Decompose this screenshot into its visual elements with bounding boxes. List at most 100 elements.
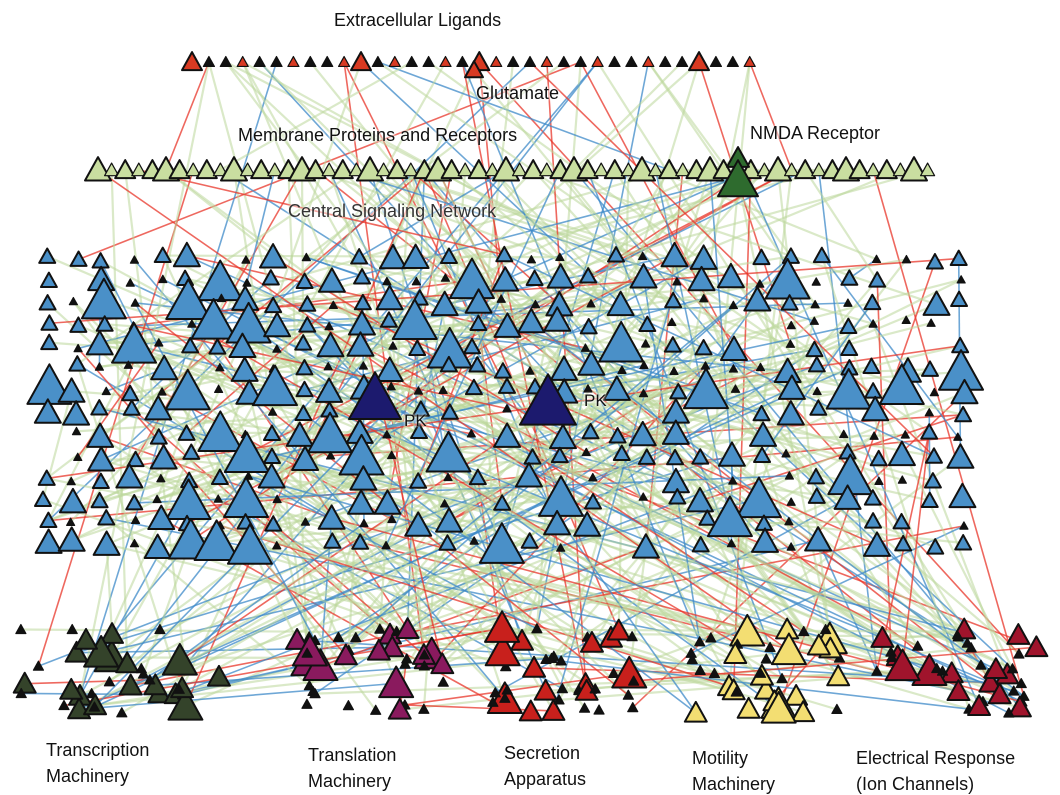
central-signaling-node xyxy=(887,440,916,467)
motility-node xyxy=(736,696,761,719)
membrane-node xyxy=(131,162,147,177)
network-edge xyxy=(545,667,937,692)
network-edge xyxy=(709,169,734,481)
central-signaling-node xyxy=(812,246,831,264)
central-signaling-node xyxy=(272,344,282,353)
central-signaling-node xyxy=(537,475,584,517)
electrical-node xyxy=(1008,685,1020,696)
membrane-node xyxy=(103,162,120,177)
central-signaling-node xyxy=(637,448,656,465)
motility-node xyxy=(776,672,788,684)
electrical-node xyxy=(1006,623,1031,645)
ligand-node xyxy=(304,55,317,68)
central-signaling-node xyxy=(863,531,892,557)
membrane-node xyxy=(212,162,228,177)
central-signaling-node xyxy=(638,251,648,261)
ligand-node xyxy=(422,55,435,68)
membrane-node xyxy=(321,162,337,177)
electrical-node xyxy=(965,642,977,653)
translation-node xyxy=(301,698,313,709)
central-signaling-node xyxy=(464,288,493,314)
network-edge xyxy=(437,169,549,403)
electrical-node xyxy=(931,662,943,674)
central-signaling-node xyxy=(863,293,882,311)
ligand-node xyxy=(439,55,452,68)
network-edge xyxy=(447,476,783,680)
central-signaling-node xyxy=(317,504,346,530)
central-signaling-node xyxy=(130,515,141,524)
central-signaling-node xyxy=(753,446,772,463)
central-signaling-node xyxy=(210,468,229,486)
central-signaling-node xyxy=(401,243,430,270)
network-edge xyxy=(560,169,712,662)
central-signaling-node xyxy=(261,269,280,286)
central-signaling-node xyxy=(612,444,631,462)
secretion-label-line1: Secretion xyxy=(504,743,581,763)
central-signaling-node xyxy=(208,338,227,355)
ligand-node xyxy=(202,55,215,68)
transcription-node xyxy=(115,651,140,674)
ligand-node xyxy=(557,55,570,68)
central-signaling-node xyxy=(214,384,224,393)
central-signaling-node xyxy=(764,257,811,300)
central-signaling-node xyxy=(583,493,602,510)
central-signaling-node xyxy=(661,419,690,445)
central-signaling-node xyxy=(411,400,430,417)
translation-node xyxy=(418,649,430,660)
ligand-node xyxy=(642,55,655,68)
translation-node xyxy=(380,635,405,658)
central-signaling-node xyxy=(639,360,649,370)
central-signaling-node xyxy=(716,262,745,289)
central-signaling-node xyxy=(868,319,878,328)
motility-node xyxy=(764,641,776,652)
network-edge xyxy=(363,496,562,525)
network-edge xyxy=(506,435,805,633)
central-signaling-node xyxy=(698,509,717,526)
motility-label: Motility Machinery xyxy=(692,745,775,795)
central-signaling-node xyxy=(750,527,779,553)
ligands-layer-label: Extracellular Ligands xyxy=(334,10,502,30)
motility-node xyxy=(784,684,809,706)
central-signaling-node xyxy=(784,471,795,480)
transcription-node xyxy=(137,668,150,679)
membrane-node xyxy=(84,156,112,182)
network-edge xyxy=(287,169,309,654)
central-signaling-node xyxy=(62,400,91,426)
central-signaling-node xyxy=(190,298,237,340)
network-edge xyxy=(187,300,763,677)
central-signaling-node xyxy=(598,320,645,363)
central-signaling-node xyxy=(949,249,968,267)
central-signaling-node xyxy=(298,295,317,312)
translation-node xyxy=(430,652,455,675)
central-signaling-node xyxy=(607,246,626,263)
network-edge xyxy=(821,255,959,438)
central-signaling-node xyxy=(294,334,313,351)
central-signaling-node xyxy=(580,343,591,352)
secretion-node xyxy=(555,655,567,666)
secretion-node xyxy=(518,699,543,722)
central-signaling-node xyxy=(926,538,945,555)
central-signaling-node xyxy=(631,533,660,559)
central-signaling-node xyxy=(40,333,59,351)
central-signaling-node xyxy=(786,320,796,330)
membrane-node xyxy=(331,159,354,180)
central-signaling-node xyxy=(666,448,685,466)
membrane-node xyxy=(603,159,626,180)
secretion-node xyxy=(531,623,543,634)
central-signaling-node xyxy=(153,246,172,264)
translation-node xyxy=(291,633,328,667)
central-signaling-node xyxy=(101,386,111,396)
central-signaling-node xyxy=(468,468,487,486)
network-edge xyxy=(246,169,276,284)
central-signaling-node xyxy=(69,316,88,333)
central-signaling-node xyxy=(38,294,57,311)
network-edge xyxy=(503,254,935,457)
central-signaling-node xyxy=(923,472,942,489)
central-signaling-node xyxy=(69,250,88,267)
central-signaling-node xyxy=(491,266,520,292)
network-edge xyxy=(133,344,677,483)
secretion-node xyxy=(608,667,620,679)
ligand-node xyxy=(540,55,554,68)
network-edge xyxy=(872,169,1025,697)
pk-hub-label-right: PK xyxy=(584,391,607,410)
